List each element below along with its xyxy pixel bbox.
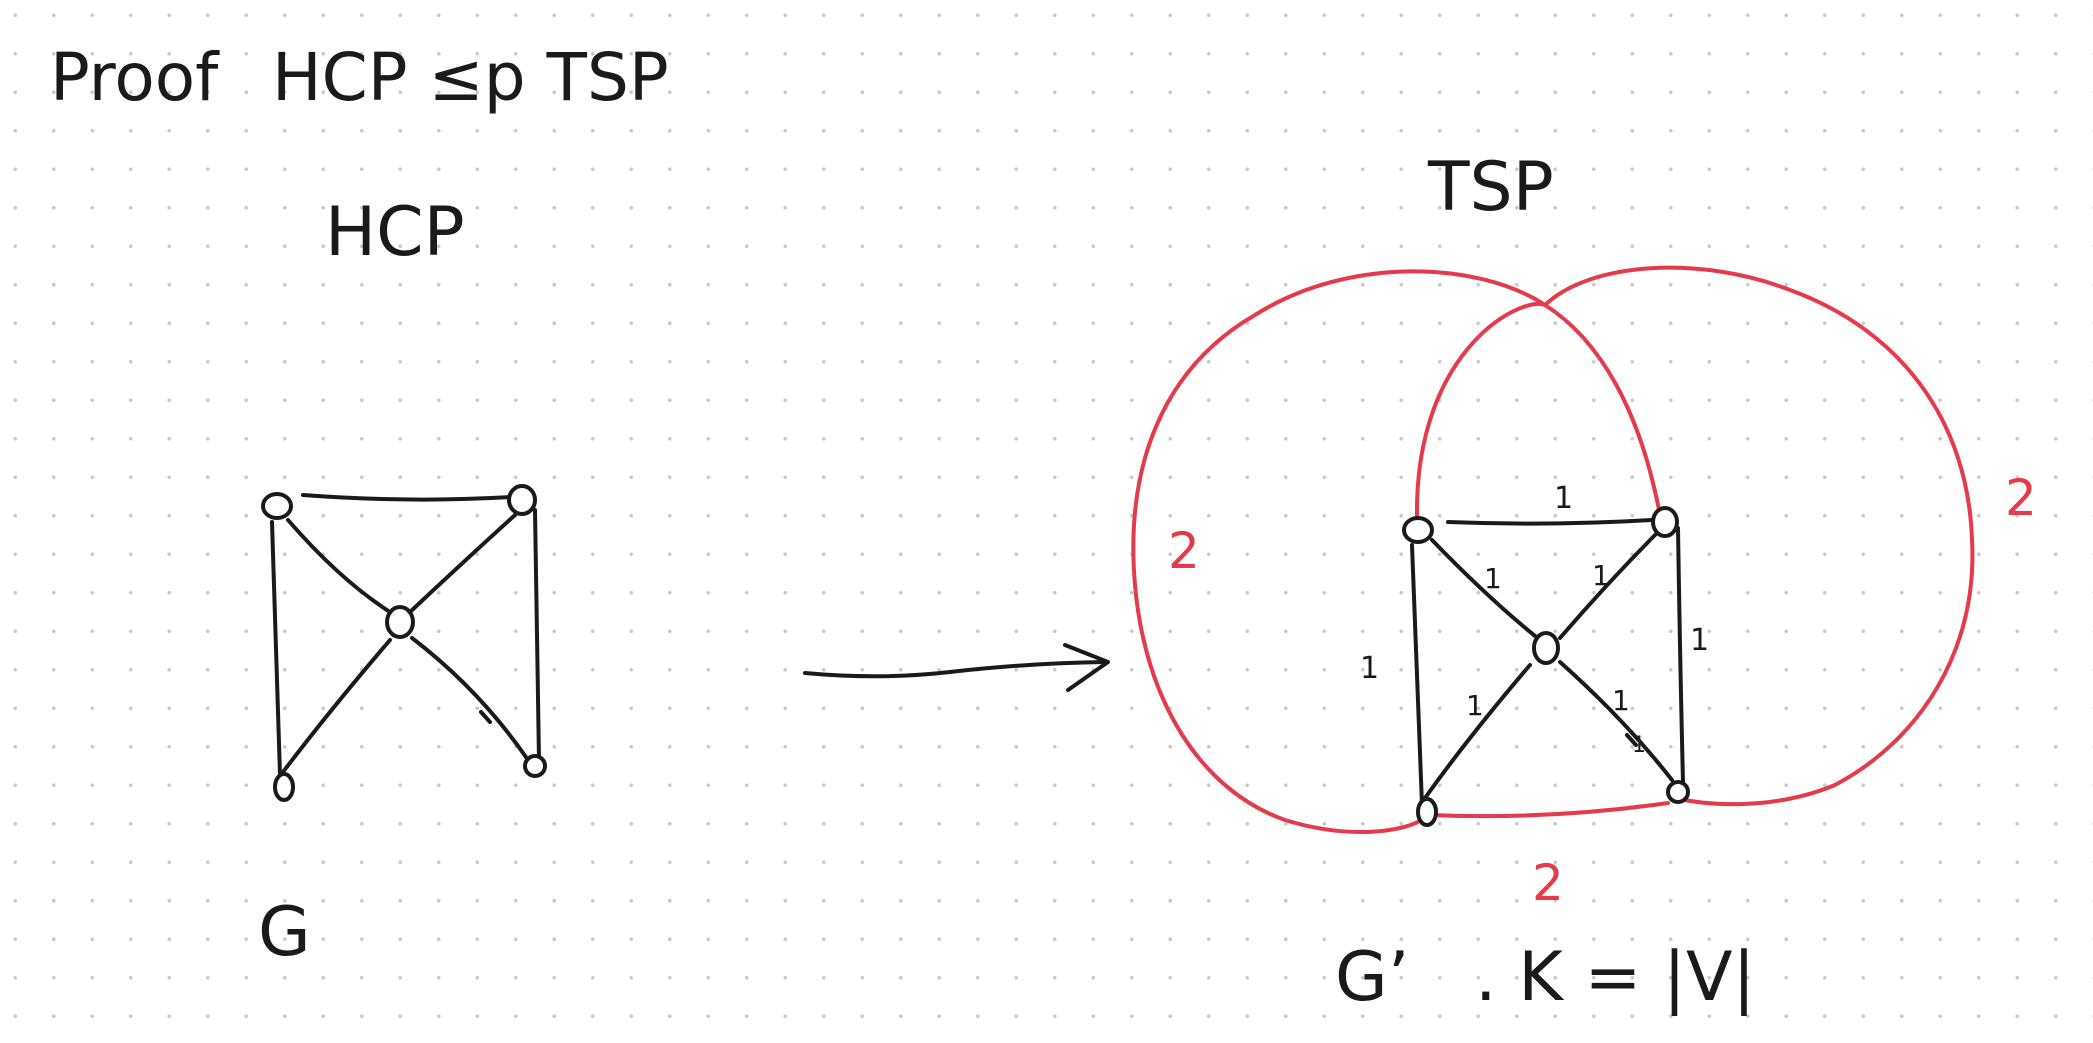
g-node-top-left [261, 492, 293, 520]
g-edge-tr-center [408, 513, 517, 614]
transform-arrow [803, 643, 1110, 692]
g-edge-center-br [410, 636, 530, 762]
gp-edge-tr-center [1558, 528, 1662, 640]
g-node-center [385, 605, 415, 639]
reduction-statement: HCP ≤p TSP [272, 39, 669, 116]
hcp-title: HCP [325, 193, 465, 272]
weight-label-tick: 1 [1632, 733, 1646, 758]
added-edge-bottom [1428, 801, 1670, 819]
gp-node-bottom-left [1416, 797, 1438, 827]
threshold-condition: . K = |V| [1475, 938, 1755, 1017]
arrow-shaft [803, 660, 1107, 679]
gp-node-center [1532, 631, 1560, 665]
graph-g-name: G [258, 893, 311, 972]
gp-node-top-right [1651, 506, 1679, 538]
gp-edge-right [1676, 526, 1685, 784]
weight-label-center-br: 1 [1612, 684, 1630, 717]
weight-label-right: 1 [1690, 623, 1709, 658]
g-node-bottom-right [523, 754, 547, 778]
gp-node-bottom-right [1666, 780, 1690, 804]
added-weight-label-left: 2 [1168, 522, 1200, 580]
weight-label-left: 1 [1360, 651, 1379, 686]
graph-g-prime-name: G’ [1335, 938, 1409, 1017]
gp-edge-top [1446, 518, 1654, 526]
g-edge-tick [479, 710, 492, 724]
g-node-top-right [507, 484, 537, 516]
weight-label-top: 1 [1554, 481, 1573, 516]
weight-label-tr-center: 1 [1592, 559, 1610, 592]
gp-node-top-left [1402, 516, 1434, 544]
g-edge-tl-center [286, 518, 392, 614]
g-edge-right [533, 508, 541, 762]
gp-edge-center-bl [1423, 663, 1532, 800]
weight-label-tl-center: 1 [1484, 562, 1502, 595]
g-edge-left [270, 520, 282, 777]
added-edge-outer-right [1543, 265, 1975, 807]
added-edge-outer-left [1131, 269, 1547, 834]
tsp-title: TSP [1427, 148, 1554, 227]
proof-label: Proof [50, 39, 220, 116]
added-weight-label-bottom: 2 [1532, 854, 1564, 912]
g-node-bottom-left [273, 772, 295, 802]
graph-g-prime [1131, 265, 1975, 834]
arrow-head [1063, 643, 1110, 692]
g-edge-top [301, 493, 514, 502]
g-edge-center-bl [281, 638, 392, 774]
gp-edge-left [1410, 543, 1424, 807]
added-weight-label-right: 2 [2005, 469, 2037, 527]
weight-label-center-bl: 1 [1466, 689, 1484, 722]
gp-edge-tick [1625, 733, 1638, 747]
gp-edge-tl-center [1430, 538, 1542, 642]
gp-edge-center-br [1558, 660, 1674, 782]
graph-g [261, 484, 547, 802]
